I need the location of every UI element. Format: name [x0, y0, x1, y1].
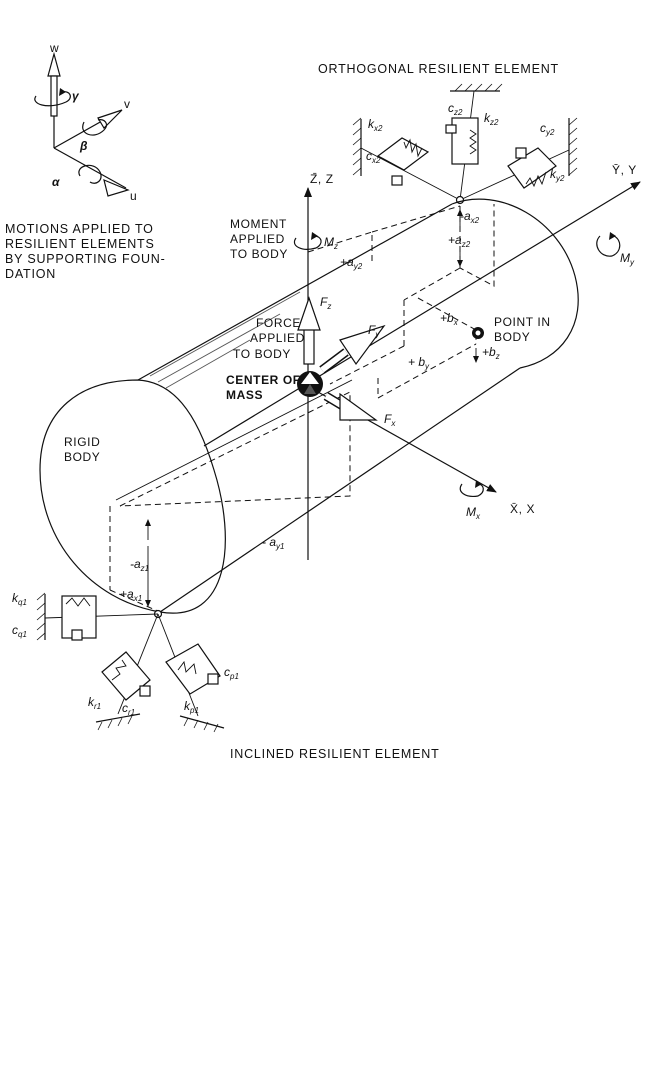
- mz-moment-icon: [293, 235, 322, 250]
- gamma-label: γ: [72, 89, 80, 103]
- my-moment-icon: [596, 235, 621, 257]
- az1-label: -az1: [130, 557, 149, 573]
- fz-arrow-icon: [297, 296, 321, 331]
- u-label: u: [130, 189, 137, 203]
- moment-line-3: TO BODY: [230, 247, 288, 261]
- alpha-label: α: [52, 175, 60, 189]
- beta-rotation-icon: [82, 119, 108, 136]
- ax1-label: +ax1: [120, 587, 142, 603]
- inclined-element-title: INCLINED RESILIENT ELEMENT: [230, 747, 440, 761]
- fy-arrow-icon: [339, 324, 386, 366]
- moment-line-2: APPLIED: [230, 232, 285, 246]
- my-label: My: [620, 251, 635, 267]
- beta-label: β: [79, 139, 88, 153]
- ay2-label: +ay2: [340, 255, 363, 271]
- by-label: + by: [408, 355, 430, 371]
- center-line-1: CENTER OF: [226, 373, 301, 387]
- force-vectors: [297, 296, 484, 421]
- callout-labels: MOMENT APPLIED TO BODY FORCE APPLIED TO …: [64, 217, 551, 464]
- u-arrow-icon: [103, 178, 130, 197]
- center-line-2: MASS: [226, 388, 263, 402]
- ax2-label: -ax2: [460, 209, 480, 225]
- moment-line-1: MOMENT: [230, 217, 287, 231]
- az2-label: +az2: [448, 233, 471, 249]
- point-line-2: BODY: [494, 330, 530, 344]
- rigid-line-1: RIGID: [64, 435, 100, 449]
- w-arrow-icon: [47, 51, 61, 77]
- motions-line-3: BY SUPPORTING FOUN-: [5, 252, 166, 266]
- inclined-resilient-element: [36, 592, 225, 733]
- symbol-labels: Mz My Mx Fz Fy Fx +bx + by +bz +ay2 +az2…: [12, 101, 635, 717]
- force-line-1: FORCE: [256, 316, 301, 330]
- motions-line-2: RESILIENT ELEMENTS: [5, 237, 155, 251]
- point-line-1: POINT IN: [494, 315, 551, 329]
- kz2-label: kz2: [484, 111, 499, 127]
- mx-label: Mx: [466, 505, 481, 521]
- w-label: w: [49, 41, 59, 55]
- fz-label: Fz: [320, 295, 331, 311]
- force-line-3: TO BODY: [233, 347, 291, 361]
- kr1-label: kr1: [88, 695, 101, 711]
- fx-label: Fx: [384, 412, 396, 428]
- v-label: v: [124, 97, 131, 111]
- force-line-2: APPLIED: [250, 331, 305, 345]
- moment-icons: [293, 232, 621, 497]
- fy-label: Fy: [368, 323, 380, 339]
- motions-caption: MOTIONS APPLIED TO RESILIENT ELEMENTS BY…: [5, 222, 166, 281]
- mz-label: Mz: [324, 235, 338, 251]
- z-axis-label: Z̄, Z: [310, 172, 334, 186]
- cq1-label: cq1: [12, 623, 27, 639]
- kp1-label: kp1: [184, 699, 199, 715]
- dimension-lines: [109, 204, 495, 613]
- motions-line-4: DATION: [5, 267, 56, 281]
- foundation-axes: w v u γ β α: [34, 41, 137, 203]
- ay1-label: - ay1: [262, 535, 284, 551]
- orthogonal-resilient-element: [352, 83, 578, 205]
- alpha-rotation-icon: [78, 164, 102, 184]
- x-axis-label: X̄, X: [510, 502, 535, 516]
- motions-line-1: MOTIONS APPLIED TO: [5, 222, 154, 236]
- y-axis-label: Ȳ, Y: [612, 163, 637, 177]
- bx-label: +bx: [440, 311, 459, 327]
- rigid-line-2: BODY: [64, 450, 100, 464]
- cp1-label: cp1: [224, 665, 239, 681]
- cx2-label: cx2: [366, 149, 381, 165]
- cy2-label: cy2: [540, 121, 555, 137]
- kq1-label: kq1: [12, 591, 27, 607]
- kx2-label: kx2: [368, 117, 383, 133]
- fx-arrow-icon: [339, 392, 378, 421]
- gamma-rotation-icon: [34, 91, 71, 107]
- v-arrow-icon: [97, 109, 123, 129]
- ky2-label: ky2: [550, 167, 565, 183]
- cz2-label: cz2: [448, 101, 463, 117]
- cr1-label: cr1: [122, 701, 135, 717]
- mx-moment-icon: [459, 483, 484, 497]
- bz-label: +bz: [482, 345, 500, 361]
- orthogonal-element-title: ORTHOGONAL RESILIENT ELEMENT: [318, 62, 559, 76]
